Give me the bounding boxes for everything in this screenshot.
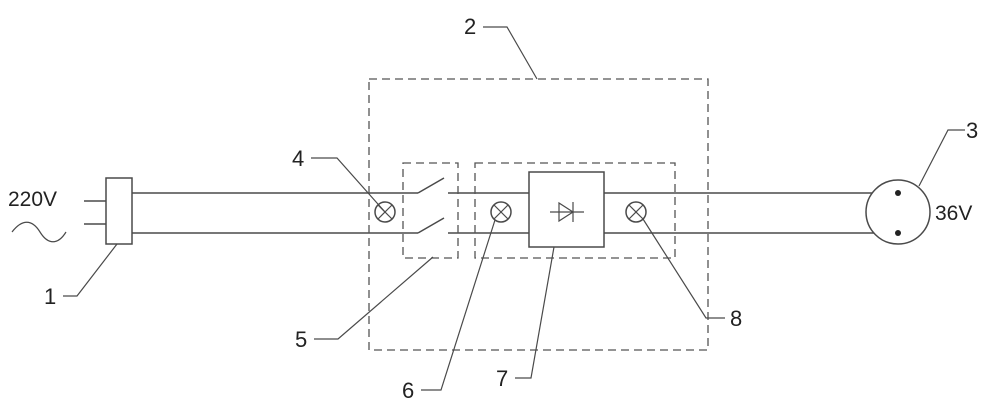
socket-outline [865,179,931,245]
label-3: 3 [966,118,978,143]
label-5: 5 [295,327,307,352]
switch-box [402,162,459,259]
socket-hole-top [895,190,901,196]
converter-enclosure [368,78,709,351]
label-2: 2 [464,14,476,39]
socket-hole-bottom [895,230,901,236]
switch-blade-bottom [417,217,445,234]
input-voltage-text: 220V [8,188,57,211]
leader-4 [311,157,386,213]
leader-2 [483,26,538,80]
label-6: 6 [402,378,414,403]
plug-body [105,177,133,245]
leader-1 [63,243,118,297]
leader-5 [314,256,434,340]
output-socket [865,179,931,245]
rectifier-module-box [474,162,676,259]
leader-8 [642,218,725,319]
leader-3 [918,129,965,187]
plug [84,177,133,245]
switch-blade-top [417,177,445,194]
output-voltage-text: 36V [935,202,972,225]
middle-indicator-lamp [490,201,512,223]
label-8: 8 [730,306,742,331]
label-7: 7 [496,366,508,391]
leader-6 [421,219,496,391]
rectifier [528,171,605,248]
diode-icon [558,201,575,223]
output-indicator-lamp [625,201,647,223]
label-1: 1 [44,284,56,309]
label-4: 4 [292,146,304,171]
ac-wave-icon [11,221,67,243]
leader-7 [515,246,555,379]
rectifier-body [528,171,605,248]
